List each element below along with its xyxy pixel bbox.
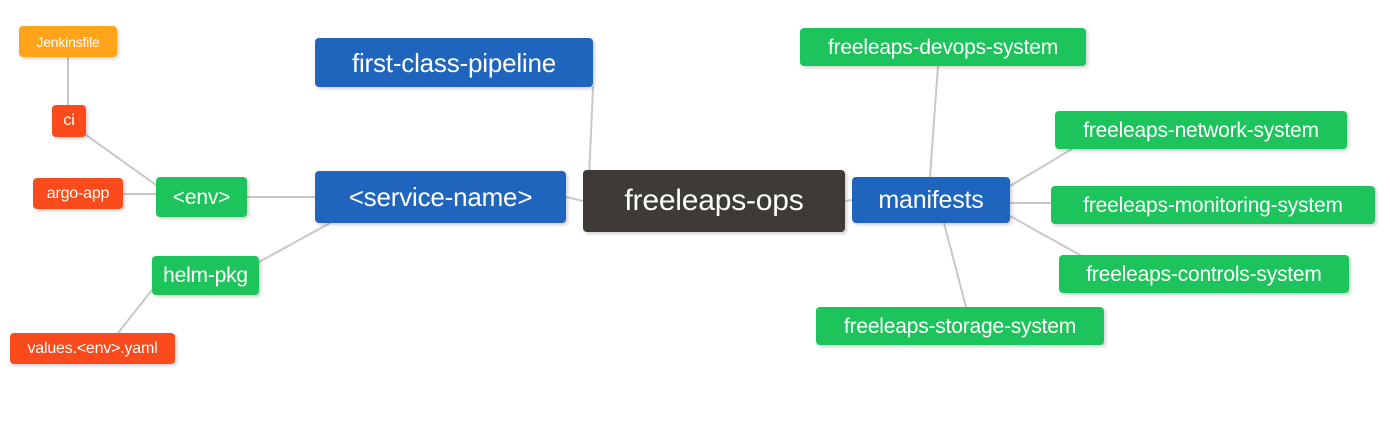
- edge-manifests-to-freeleaps-storage-system: [943, 222, 967, 308]
- node-jenkinsfile[interactable]: Jenkinsfile: [19, 26, 117, 57]
- node-freeleaps-ops[interactable]: freeleaps-ops: [583, 170, 845, 232]
- edge-freeleaps-ops-to-manifests: [844, 199, 853, 202]
- edge-service-name-to-helm-pkg: [258, 222, 331, 263]
- edge-manifests-to-freeleaps-devops-system: [929, 65, 939, 178]
- node-helm-pkg[interactable]: helm-pkg: [152, 256, 259, 295]
- node-freeleaps-storage-system[interactable]: freeleaps-storage-system: [816, 307, 1104, 345]
- node-service-name[interactable]: <service-name>: [315, 171, 566, 223]
- node-argo-app[interactable]: argo-app: [33, 178, 123, 209]
- node-values-env-yaml[interactable]: values.<env>.yaml: [10, 333, 175, 364]
- edge-helm-pkg-to-values-env-yaml: [117, 289, 153, 334]
- node-freeleaps-controls-system[interactable]: freeleaps-controls-system: [1059, 255, 1349, 293]
- node-ci[interactable]: ci: [52, 105, 86, 137]
- edge-freeleaps-ops-to-first-class-pipeline: [588, 86, 594, 179]
- edge-manifests-to-freeleaps-network-system: [1009, 148, 1073, 187]
- edge-freeleaps-ops-to-service-name: [565, 196, 584, 202]
- node-freeleaps-network-system[interactable]: freeleaps-network-system: [1055, 111, 1347, 149]
- node-freeleaps-devops-system[interactable]: freeleaps-devops-system: [800, 28, 1086, 66]
- node-env[interactable]: <env>: [156, 177, 247, 217]
- node-first-class-pipeline[interactable]: first-class-pipeline: [315, 38, 593, 87]
- node-freeleaps-monitoring-system[interactable]: freeleaps-monitoring-system: [1051, 186, 1375, 224]
- node-manifests[interactable]: manifests: [852, 177, 1010, 223]
